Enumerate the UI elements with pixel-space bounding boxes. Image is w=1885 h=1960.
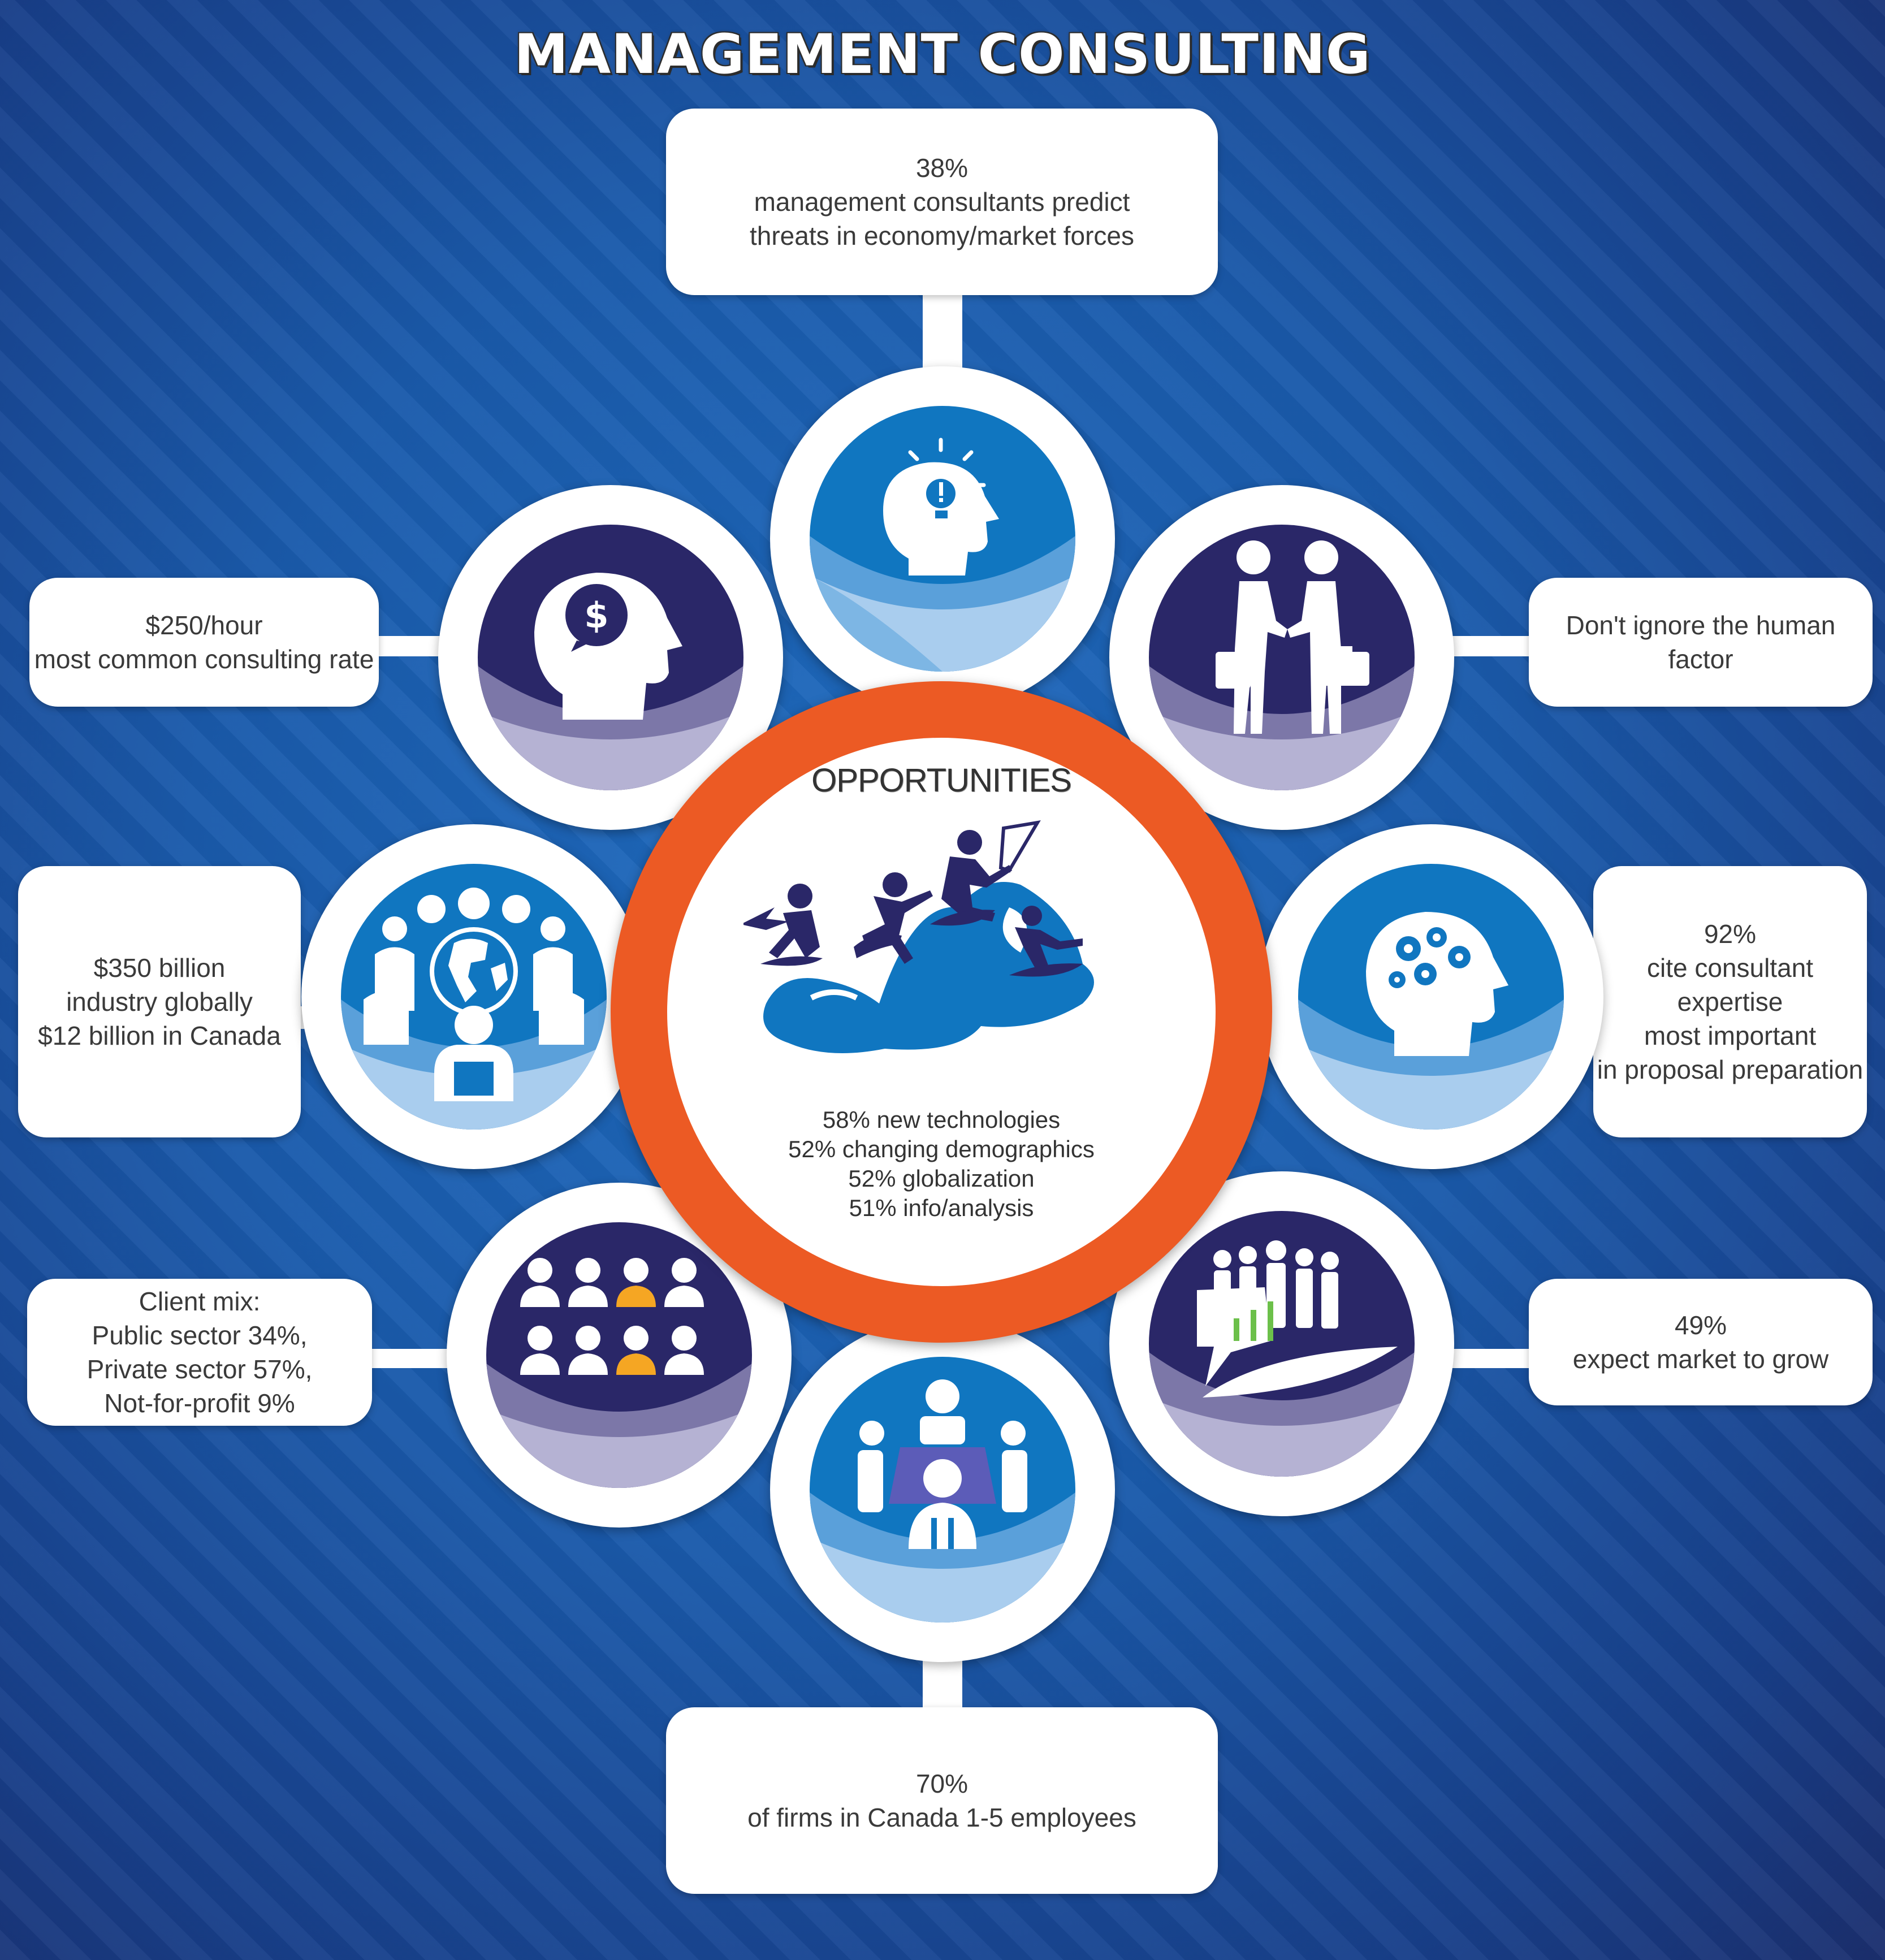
stat-box-industry-size: $350 billion industry globally $12 billi…	[18, 866, 301, 1137]
stat-box-rate: $250/hour most common consulting rate	[29, 578, 379, 707]
disc-upper-left: $	[478, 525, 743, 790]
opportunity-item: 52% globalization	[848, 1165, 1035, 1192]
disc-bottom	[810, 1357, 1075, 1622]
stat-box-client-mix: Client mix: Public sector 34%, Private s…	[27, 1279, 372, 1426]
disc-lower-right	[1149, 1211, 1415, 1477]
stat-value: $350 billion	[93, 953, 226, 983]
opportunity-item: 52% changing demographics	[788, 1136, 1095, 1162]
stat-text: industry globally	[66, 987, 253, 1016]
stat-box-human-factor: Don't ignore the human factor	[1529, 578, 1873, 707]
globe-people-icon	[341, 864, 607, 1130]
stat-text: expect market to grow	[1572, 1344, 1829, 1374]
stat-text: most common consulting rate	[34, 644, 374, 674]
svg-text:$: $	[584, 595, 608, 636]
stat-text: Don't ignore the human	[1566, 611, 1836, 640]
growth-chart-people-icon	[1149, 1211, 1415, 1477]
stat-text: cite consultant expertise	[1646, 953, 1814, 1016]
opportunities-list: 58% new technologies 52% changing demogr…	[667, 1105, 1216, 1223]
surfers-wave-icon	[743, 820, 1094, 1053]
stat-box-market-growth: 49% expect market to grow	[1529, 1279, 1873, 1405]
stat-value: 49%	[1674, 1310, 1727, 1340]
stat-text: threats in economy/market forces	[749, 221, 1135, 250]
opportunities-panel: OPPORTUNITIES 58% new technologies 52% c…	[667, 738, 1216, 1286]
disc-middle-right	[1298, 864, 1564, 1130]
stat-text: of firms in Canada 1-5 employees	[747, 1803, 1136, 1832]
stat-box-expertise: 92% cite consultant expertise most impor…	[1593, 866, 1867, 1137]
stat-text: management consultants predict	[754, 187, 1130, 217]
disc-lower-left	[486, 1222, 752, 1488]
stat-value: $250/hour	[145, 611, 263, 640]
handshake-icon	[1149, 525, 1415, 790]
stat-value: 92%	[1704, 919, 1757, 949]
opportunities-heading: OPPORTUNITIES	[811, 762, 1072, 799]
head-gears-icon	[1298, 864, 1564, 1130]
page-title: MANAGEMENT CONSULTING	[514, 23, 1371, 86]
stat-label: Client mix:	[139, 1287, 261, 1316]
disc-middle-left	[341, 864, 607, 1130]
stat-value: 70%	[915, 1769, 969, 1798]
head-dollar-icon: $	[478, 525, 743, 790]
stat-text: factor	[1668, 644, 1733, 674]
stat-text: Not-for-profit 9%	[104, 1388, 295, 1418]
stat-text: $12 billion in Canada	[38, 1021, 281, 1050]
disc-upper-right	[1149, 525, 1415, 790]
stat-box-firm-size: 70% of firms in Canada 1-5 employees	[666, 1707, 1218, 1894]
disc-top	[810, 406, 1075, 672]
stat-text: Private sector 57%,	[87, 1355, 313, 1384]
stat-text: Public sector 34%,	[92, 1321, 308, 1350]
stat-value: 38%	[915, 153, 969, 183]
meeting-table-icon	[810, 1357, 1075, 1622]
head-lightbulb-icon	[810, 406, 1075, 672]
opportunity-item: 58% new technologies	[822, 1106, 1061, 1133]
stat-text: in proposal preparation	[1597, 1055, 1864, 1084]
opportunity-item: 51% info/analysis	[849, 1195, 1034, 1221]
stat-box-threats: 38% management consultants predict threa…	[666, 109, 1218, 295]
stat-text: most important	[1644, 1021, 1817, 1050]
staff-group-icon	[486, 1222, 752, 1488]
